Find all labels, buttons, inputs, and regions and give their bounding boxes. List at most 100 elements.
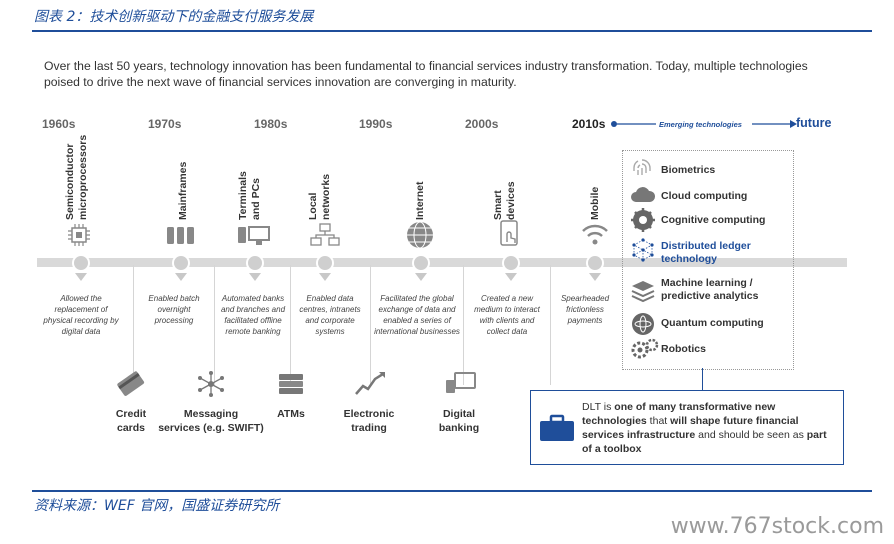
innovation-messaging: Messaging services (e.g. SWIFT): [154, 407, 268, 435]
briefcase-icon: [540, 414, 574, 441]
down-arrow: [505, 273, 517, 281]
emerging-machine-learning: Machine learning / predictive analytics: [661, 277, 758, 303]
tech-label-internet: Internet: [414, 181, 426, 220]
ml-stack-icon: [631, 281, 655, 303]
timeline-node: [72, 254, 90, 272]
top-rule: [32, 30, 872, 32]
figure-caption: 图表 2：技术创新驱动下的金融支付服务发展: [34, 9, 314, 25]
innovation-label: cards: [116, 422, 146, 434]
credit-card-icon: [117, 371, 145, 396]
separator: [133, 265, 134, 385]
tech-label-semiconductor: Semiconductor microprocessors: [64, 135, 89, 220]
innovation-label: Messaging: [183, 408, 239, 420]
dlt-note-part: that: [646, 415, 671, 427]
separator: [214, 265, 215, 385]
tech-line2: and PCs: [250, 178, 262, 220]
innovation-label: services (e.g. SWIFT): [158, 422, 264, 434]
tech-line2: microprocessors: [77, 135, 89, 220]
tech-line1: Terminals: [237, 171, 249, 220]
gears-icon: [631, 338, 659, 359]
fingerprint-icon: [633, 159, 651, 175]
timeline-node: [246, 254, 264, 272]
separator: [550, 265, 551, 385]
source-note: 资料来源：WEF 官网，国盛证券研究所: [34, 498, 280, 514]
server-icon: [167, 227, 194, 244]
tech-line2: devices: [505, 181, 517, 220]
dlt-note-box: [530, 390, 844, 465]
emerging-quantum-computing: Quantum computing: [661, 317, 764, 329]
dlt-note-part: and should be seen as: [695, 429, 807, 441]
intro-text: Over the last 50 years, technology innov…: [44, 59, 808, 89]
tech-description: Created a new medium to interact with cl…: [474, 294, 540, 336]
emerging-line: Machine learning /: [661, 277, 753, 289]
tech-line1: Semiconductor: [64, 144, 76, 220]
dlt-note-text: DLT is one of many transformative new te…: [582, 400, 832, 456]
dlt-note-emphasis: one of many transformative new technolog…: [582, 401, 776, 427]
separator: [370, 265, 371, 385]
dlt-note-part: DLT is: [582, 401, 615, 413]
emerging-cloud-computing: Cloud computing: [661, 190, 748, 202]
computer-icon: [238, 226, 270, 245]
emerging-robotics: Robotics: [661, 343, 706, 355]
down-arrow: [249, 273, 261, 281]
ledger-network-icon: [632, 238, 654, 262]
future-label: future: [796, 116, 832, 130]
innovation-label: Digital: [442, 408, 476, 420]
decade-2000s: 2000s: [465, 117, 499, 131]
emerging-cognitive-computing: Cognitive computing: [661, 214, 766, 226]
emerging-line: technology: [661, 253, 718, 265]
emerging-arrow: [611, 120, 797, 128]
digital-banking-icon: [446, 372, 476, 393]
down-arrow: [319, 273, 331, 281]
tech-line2: networks: [320, 174, 332, 220]
trading-chart-icon: [355, 372, 385, 395]
watermark: www.767stock.com: [670, 514, 884, 539]
messaging-network-icon: [198, 371, 224, 397]
down-arrow: [589, 273, 601, 281]
decade-1980s: 1980s: [254, 117, 288, 131]
tech-label-mainframes: Mainframes: [177, 161, 189, 220]
tech-line1: Smart: [492, 190, 504, 220]
emerging-distributed-ledger: Distributed ledger technology: [661, 240, 751, 266]
timeline-node: [316, 254, 334, 272]
innovation-label: Electronic: [343, 408, 395, 420]
dlt-note-emphasis: will shape future financial services inf…: [582, 415, 799, 441]
tech-description: Allowed the replacement of physical reco…: [43, 294, 119, 336]
separator: [463, 265, 464, 385]
innovation-atms: ATMs: [266, 407, 316, 421]
innovation-label: ATMs: [277, 408, 305, 420]
brain-gear-icon: [631, 208, 655, 232]
tech-line1: Mobile: [589, 187, 601, 220]
chip-icon: [68, 224, 90, 246]
tech-line1: Internet: [414, 181, 426, 220]
cloud-icon: [631, 187, 656, 202]
innovation-label: Credit: [115, 408, 147, 420]
connector-line: [702, 368, 703, 390]
dlt-note-emphasis: part of a toolbox: [582, 429, 827, 455]
innovation-credit-cards: Credit cards: [106, 407, 156, 435]
tech-line1: Local: [307, 192, 319, 220]
tech-line1: Mainframes: [177, 161, 189, 220]
tech-description: Facilitated the global exchange of data …: [374, 294, 460, 336]
timeline-node: [502, 254, 520, 272]
emerging-technologies-label: Emerging technologies: [659, 120, 742, 129]
quantum-icon: [632, 313, 654, 335]
emerging-technologies-box: [622, 150, 794, 370]
tech-label-mobile: Mobile: [589, 187, 601, 220]
decade-2010s: 2010s: [572, 117, 606, 131]
tech-description: Spearheaded frictionless payments: [560, 294, 610, 325]
tech-label-local-networks: Local networks: [307, 174, 332, 220]
down-arrow: [415, 273, 427, 281]
innovation-label: trading: [351, 422, 387, 434]
tech-label-terminals: Terminals and PCs: [237, 171, 262, 220]
timeline-node: [586, 254, 604, 272]
smart-device-icon: [500, 220, 518, 246]
tech-description: Enabled batch overnight processing: [148, 294, 200, 325]
emerging-line: predictive analytics: [661, 290, 759, 302]
bottom-rule: [32, 490, 872, 492]
decade-1990s: 1990s: [359, 117, 393, 131]
timeline-bar: [37, 258, 847, 267]
tech-description: Automated banks and branches and facilit…: [220, 294, 286, 336]
decade-1960s: 1960s: [42, 117, 76, 131]
globe-icon: [407, 221, 433, 249]
